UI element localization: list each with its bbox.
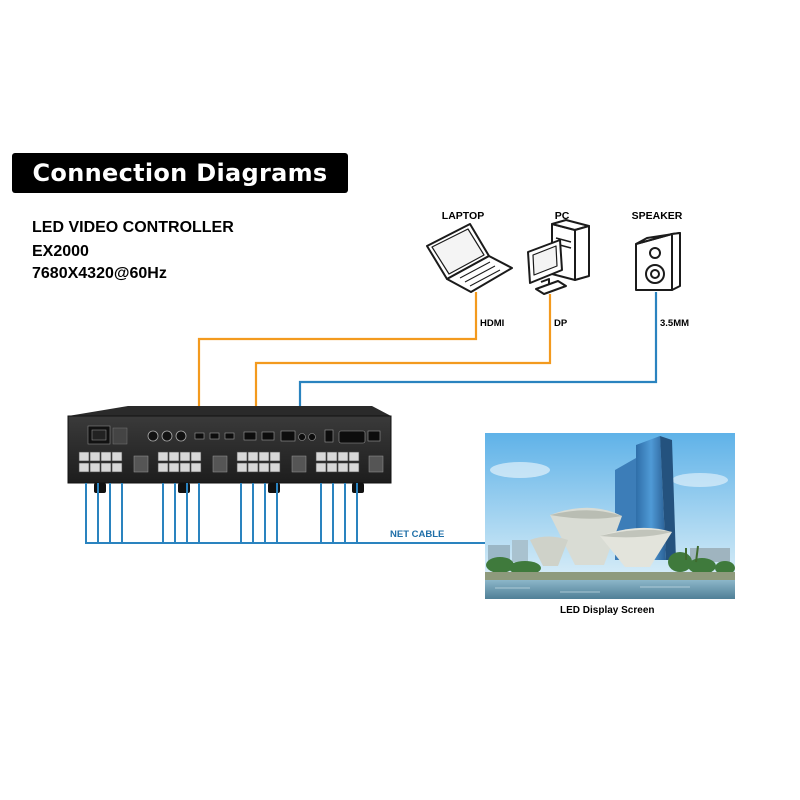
- net-cable-label: NET CABLE: [390, 529, 445, 540]
- controller-name-line: EX2000: [32, 243, 89, 260]
- page-title: Connection Diagrams: [12, 153, 348, 193]
- hdmi-label: HDMI: [480, 318, 505, 329]
- controller-resolution-line: 7680X4320@60Hz: [32, 265, 167, 282]
- displayport-cable: [254, 294, 552, 433]
- speaker-label: SPEAKER: [631, 210, 683, 222]
- net-cables: [85, 483, 485, 544]
- power-inlet: [87, 425, 111, 445]
- dp-label: DP: [554, 318, 568, 329]
- input-ports: [194, 429, 381, 444]
- hdmi-cable: [197, 292, 478, 432]
- genlock-ports: [147, 430, 187, 442]
- controller-model-line: LED VIDEO CONTROLLER: [32, 219, 234, 236]
- audio-jack-label: 3.5MM: [660, 318, 690, 329]
- laptop-icon: [426, 223, 513, 293]
- laptop-label: LAPTOP: [441, 210, 485, 222]
- desktop-pc-icon: [527, 219, 590, 295]
- led-video-controller: [67, 406, 392, 493]
- pc-label: PC: [554, 210, 570, 222]
- led-display-screen: [485, 433, 735, 599]
- net-output-ports: [78, 451, 360, 473]
- display-caption: LED Display Screen: [560, 605, 655, 616]
- speaker-icon: [635, 232, 681, 291]
